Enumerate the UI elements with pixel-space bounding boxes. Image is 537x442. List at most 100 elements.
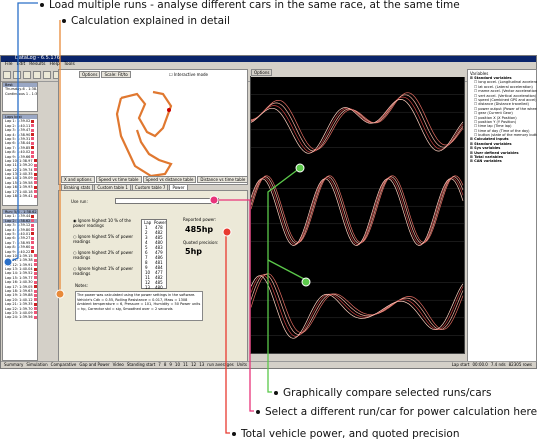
lap-item[interactable]: Lap 18: 1:39.63 bbox=[3, 289, 37, 293]
status-tab[interactable]: 13 bbox=[199, 362, 205, 367]
status-tab[interactable]: Simulation bbox=[26, 362, 48, 367]
interactive-mode-checkbox[interactable]: ☐ Interactive mode bbox=[169, 72, 209, 77]
variable-item[interactable]: ⊞ Standard variables bbox=[468, 76, 537, 80]
lap-item[interactable]: Lap 20: 1:40.12 bbox=[3, 298, 37, 302]
lap-item[interactable]: Lap 12: 1:39.74 bbox=[3, 168, 37, 172]
status-tab[interactable]: 12 bbox=[191, 362, 197, 367]
data-tab[interactable]: Distance vs time table bbox=[197, 176, 249, 183]
status-tab[interactable]: Video bbox=[112, 362, 124, 367]
lap-item[interactable]: Lap 22: 1:39.70 bbox=[3, 307, 37, 311]
lap-item[interactable]: Lap 18: 1:39.41 bbox=[3, 194, 37, 198]
variable-item[interactable]: ☐ speed (Combined GPS and accel) bbox=[468, 98, 537, 102]
track-map[interactable] bbox=[59, 70, 249, 186]
data-tab[interactable]: X and options bbox=[61, 176, 95, 183]
toolbar-button-icon[interactable] bbox=[33, 71, 41, 79]
lap-item[interactable]: Lap 15: 1:39.77 bbox=[3, 276, 37, 280]
lap-item[interactable]: Lap 21: 1:39.35 bbox=[3, 302, 37, 306]
status-tab[interactable]: Summary bbox=[4, 362, 24, 367]
lap-item[interactable]: Lap 16: 1:39.93 bbox=[3, 185, 37, 189]
lap-item[interactable]: Lap 17: 1:40.18 bbox=[3, 190, 37, 194]
run-item[interactable]: Thursday-6 - 1:38.44 bbox=[5, 87, 37, 92]
lap-item[interactable]: Lap 10: 1:38.97 bbox=[3, 159, 37, 163]
lap-item[interactable]: Lap 14: 1:39.09 bbox=[3, 176, 37, 180]
chart-panel[interactable] bbox=[251, 175, 464, 246]
variable-label: Standard variables bbox=[474, 76, 512, 80]
menu-edit[interactable]: Edit bbox=[16, 62, 26, 67]
lap-item[interactable]: Lap 15: 1:39.58 bbox=[3, 181, 37, 185]
run-list-header: Laps best bbox=[3, 115, 37, 120]
menu-tools[interactable]: Tools bbox=[63, 62, 75, 67]
lap-item[interactable]: Lap 23: 1:40.09 bbox=[3, 311, 37, 315]
variable-item[interactable]: ☐ time lap (Time lap) bbox=[468, 124, 537, 128]
variable-item[interactable]: ☐ mame accel. (Vector acceleration) bbox=[468, 89, 537, 93]
variable-item[interactable]: ☐ time of day (Time of the day) bbox=[468, 129, 537, 133]
variable-item[interactable]: ☐ lat accel. (Lateral acceleration) bbox=[468, 85, 537, 89]
variable-item[interactable]: ☐ position X (X Position) bbox=[468, 116, 537, 120]
variable-item[interactable]: ☐ position Y (Y Position) bbox=[468, 120, 537, 124]
ignore-option-radio[interactable]: ◉ Ignore highest 10 % of the power readi… bbox=[73, 218, 137, 228]
ignore-option-radio[interactable]: ○ Ignore highest 5% of power readings bbox=[73, 234, 137, 244]
status-tab[interactable]: Units bbox=[236, 362, 247, 367]
lap-item[interactable]: Lap 11: 1:39.20 bbox=[3, 163, 37, 167]
lap-item[interactable]: Lap 19: 1:39.88 bbox=[3, 293, 37, 297]
status-tab[interactable]: run averages bbox=[207, 362, 234, 367]
lap-item[interactable]: Lap 14: 1:39.52 bbox=[3, 271, 37, 275]
chart-panel[interactable] bbox=[251, 92, 464, 154]
menu-help[interactable]: Help bbox=[49, 62, 60, 67]
lap-item[interactable]: Lap 10: 1:39.15 bbox=[3, 254, 37, 258]
toolbar-button-icon[interactable] bbox=[23, 71, 31, 79]
menu-file[interactable]: File bbox=[5, 62, 13, 67]
variable-item[interactable]: ☐ button (state of the memory button) bbox=[468, 133, 537, 137]
ignore-option-radio[interactable]: ○ Ignore highest 2% of power readings bbox=[73, 250, 137, 260]
variable-item[interactable]: ☐ long accel. (Longitudinal acceleration… bbox=[468, 80, 537, 84]
notes-textbox[interactable]: The power was calculated using the power… bbox=[75, 291, 203, 321]
data-tab[interactable]: Speed vs time table bbox=[95, 176, 142, 183]
variable-item[interactable]: ⊞ Calculated inputs bbox=[468, 137, 537, 141]
lap-item[interactable]: Lap 17: 1:39.05 bbox=[3, 285, 37, 289]
variable-item[interactable]: ☐ power output (Power of the wheels) bbox=[468, 107, 537, 111]
variable-item[interactable]: ☐ distance (Distance travelled) bbox=[468, 102, 537, 106]
status-tab[interactable]: 7 bbox=[158, 362, 161, 367]
variable-item[interactable]: ⊞ User defined variables bbox=[468, 151, 537, 155]
lap-item[interactable]: Lap 13: 1:40.04 bbox=[3, 267, 37, 271]
toolbar-button-icon[interactable] bbox=[13, 71, 21, 79]
status-tab[interactable]: 8 bbox=[163, 362, 167, 367]
status-tab[interactable]: Standing start bbox=[126, 362, 156, 367]
connector-magenta bbox=[216, 199, 254, 412]
lap-item[interactable]: Lap 24: 1:39.56 bbox=[3, 315, 37, 319]
toolbar-button-icon[interactable] bbox=[3, 71, 11, 79]
run-item[interactable]: Best bbox=[3, 83, 37, 88]
chart-options-button[interactable]: Options bbox=[251, 69, 273, 76]
status-tab[interactable]: Gap and Power bbox=[79, 362, 110, 367]
status-tab[interactable]: 11 bbox=[183, 362, 189, 367]
ignore-option-radio[interactable]: ○ Ignore highest 1% of power readings bbox=[73, 266, 137, 276]
variable-item[interactable]: ⊞ Sys variables bbox=[468, 146, 537, 150]
menu-results[interactable]: Results bbox=[29, 62, 46, 67]
variable-item[interactable]: ☐ gear (Current Gear) bbox=[468, 111, 537, 115]
run-item[interactable]: Continuous 1 - 1:38.62 bbox=[5, 91, 37, 96]
chart-area[interactable]: Options bbox=[250, 69, 466, 354]
variable-item[interactable]: ⊞ CAN variables bbox=[468, 159, 537, 163]
toolbar-button-icon[interactable] bbox=[43, 71, 51, 79]
variable-item[interactable]: ⊞ Total variables bbox=[468, 155, 537, 159]
map-tab[interactable]: Scale: Fit/to bbox=[101, 71, 131, 78]
lap-item[interactable]: Lap 16: 1:40.30 bbox=[3, 280, 37, 284]
chart-panel[interactable] bbox=[251, 273, 464, 339]
status-tab[interactable]: 9 bbox=[169, 362, 172, 367]
lap-label: Lap 15: 1:39.58 bbox=[5, 180, 33, 185]
lap-item[interactable]: Lap 13: 1:40.35 bbox=[3, 172, 37, 176]
variables-panel[interactable]: Variables ⊞ Standard variables☐ long acc… bbox=[467, 69, 537, 362]
variable-item[interactable]: ⊞ Standard variables bbox=[468, 142, 537, 146]
run-select-dropdown[interactable] bbox=[115, 198, 219, 204]
map-tab[interactable]: Options bbox=[79, 71, 101, 78]
lap-item[interactable]: Lap 12: 1:39.91 bbox=[3, 263, 37, 267]
status-tab[interactable]: Comparative bbox=[50, 362, 77, 367]
lap-item[interactable]: Lap 11: 1:39.38 bbox=[3, 258, 37, 262]
status-tab[interactable]: 10 bbox=[174, 362, 181, 367]
data-tab[interactable]: Speed vs distance table bbox=[142, 176, 197, 183]
variable-item[interactable]: ☐ vert accel. (Vertical acceleration) bbox=[468, 94, 537, 98]
run-comparison-charts[interactable] bbox=[251, 77, 464, 353]
